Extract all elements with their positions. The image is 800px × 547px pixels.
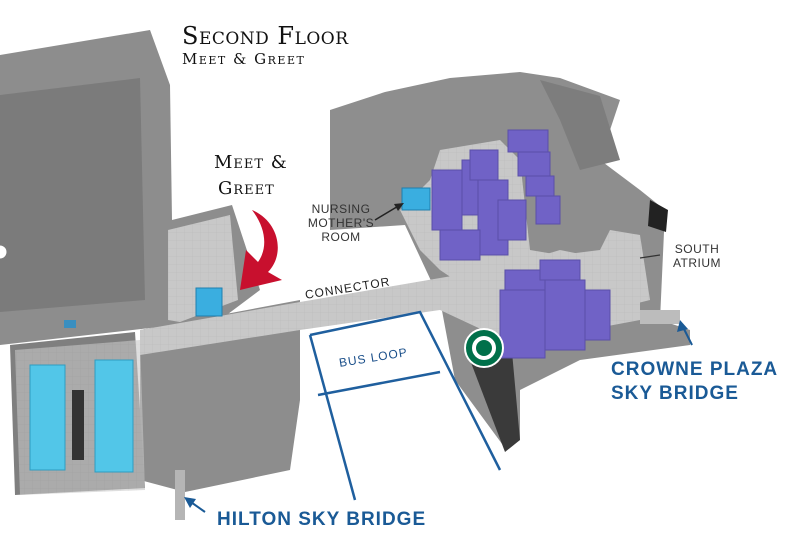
nursing-room: [401, 187, 431, 211]
starbucks-area: [470, 352, 520, 452]
crowne-label-line2: SKY BRIDGE: [611, 383, 739, 404]
meet-greet-room: [195, 287, 223, 317]
nursing-room-label: NURSING MOTHER'S ROOM: [296, 202, 386, 244]
nursing-label-line3: ROOM: [321, 230, 361, 244]
nursing-label-line1: NURSING: [311, 202, 371, 216]
meet-greet-callout-line2: Greet: [218, 178, 275, 199]
west-building-inner: [0, 78, 145, 312]
crowne-plaza-sky-bridge-label: CROWNE PLAZA SKY BRIDGE: [611, 358, 778, 406]
bus-loop: [308, 310, 502, 501]
south-atrium-line1: SOUTH: [674, 242, 720, 256]
floor-title: Second Floor: [182, 22, 349, 50]
nursing-label-line2: MOTHER'S: [307, 216, 375, 230]
starbucks-logo: [464, 328, 504, 368]
south-atrium-label: SOUTH ATRIUM: [662, 242, 732, 270]
meet-greet-callout-line1: Meet &: [214, 152, 288, 173]
southwest-meeting-rooms: [29, 359, 134, 473]
east-meeting-rooms: [431, 129, 611, 359]
meet-greet-arrow-icon: [240, 210, 282, 290]
nursing-arrow-icon: [374, 204, 401, 221]
floor-subtitle: Meet & Greet: [182, 50, 306, 68]
south-atrium-line2: ATRIUM: [672, 256, 722, 270]
crowne-label-line1: CROWNE PLAZA: [611, 359, 779, 380]
hilton-sky-bridge-label: HILTON SKY BRIDGE: [217, 509, 427, 530]
